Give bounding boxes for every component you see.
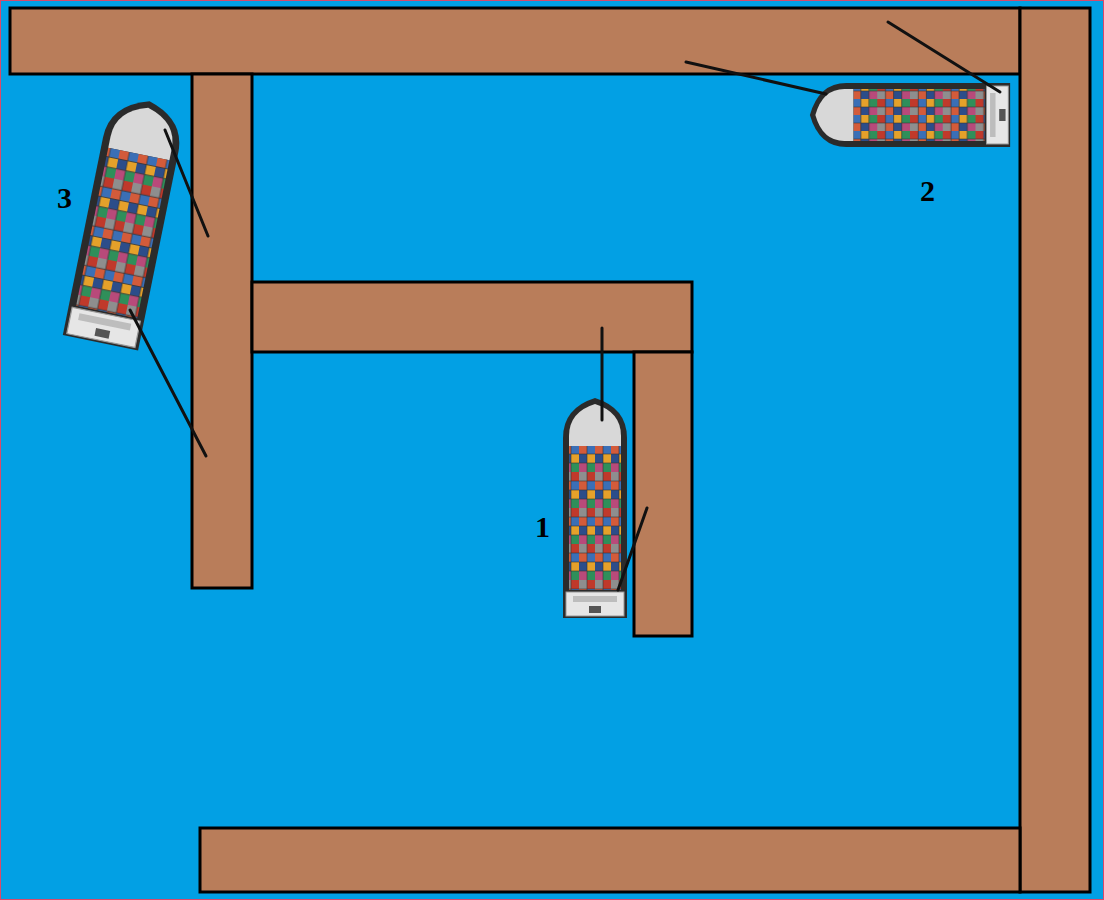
mooring-line: [130, 22, 1000, 590]
container-ship: [63, 94, 187, 351]
container-ship: [563, 398, 627, 618]
callout-number: 1: [535, 512, 550, 542]
pier: [10, 8, 1090, 892]
callout-number: 2: [920, 176, 935, 206]
callout-number: 3: [57, 183, 72, 213]
container-ship: [810, 83, 1010, 147]
